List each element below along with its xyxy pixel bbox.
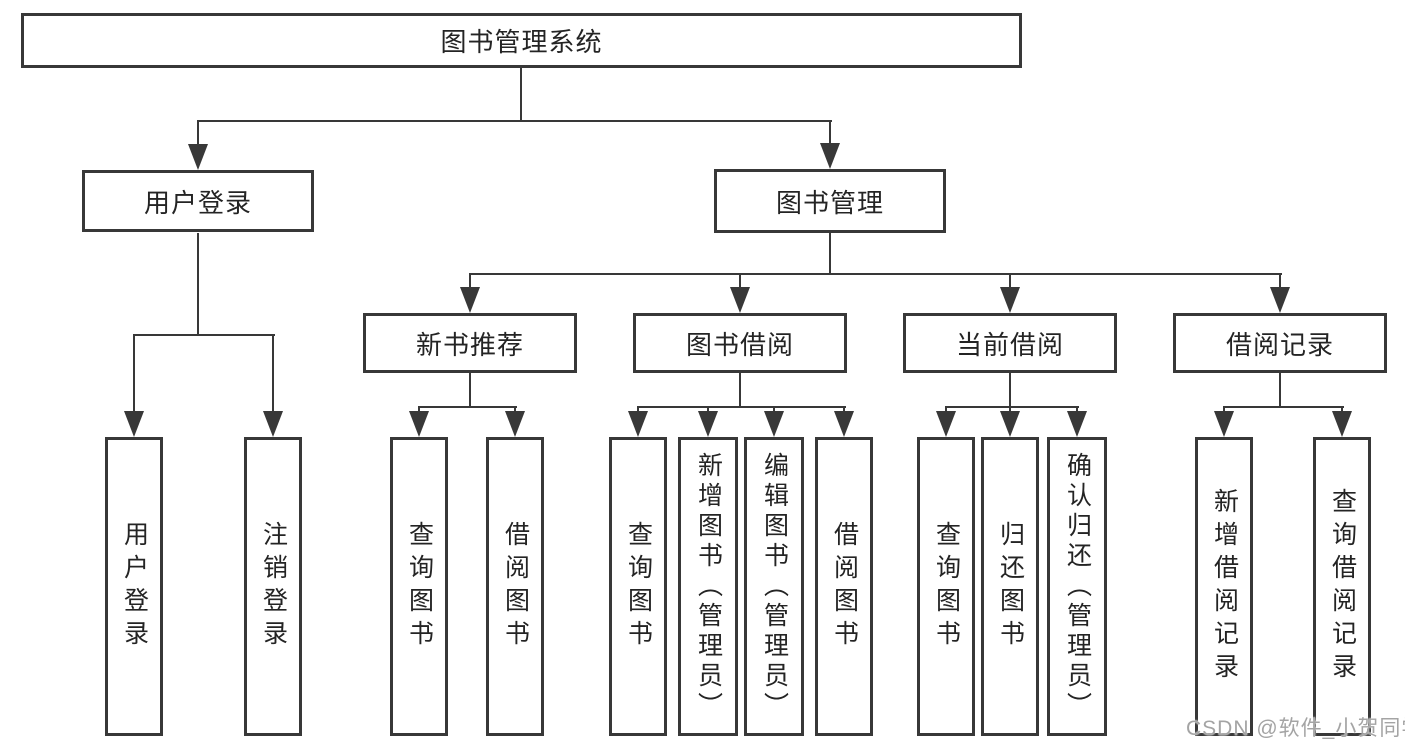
connector-to-book-management bbox=[829, 122, 831, 148]
node-user-login: 用户登录 bbox=[82, 170, 314, 232]
connector-leaf-cu-confirm bbox=[1076, 406, 1078, 413]
arrowhead-leaf-rc-query bbox=[1332, 411, 1352, 437]
arrowhead-new-book bbox=[460, 287, 480, 313]
connector-to-borrow-records bbox=[1279, 275, 1281, 289]
arrowhead-book-borrow bbox=[730, 287, 750, 313]
leaf-query-book-borrow: 查询图书 bbox=[609, 437, 667, 736]
leaf-query-borrow-record-label: 查询借阅记录 bbox=[1328, 487, 1357, 686]
connector-new-book-stub bbox=[469, 373, 471, 407]
leaf-edit-book-admin: 编辑图书（管理员） bbox=[744, 437, 804, 736]
arrowhead-leaf-nb-borrow bbox=[505, 411, 525, 437]
leaf-query-book-current: 查询图书 bbox=[917, 437, 975, 736]
arrowhead-leaf-bw-borrow bbox=[834, 411, 854, 437]
node-root: 图书管理系统 bbox=[21, 13, 1022, 68]
leaf-add-borrow-record-label: 新增借阅记录 bbox=[1210, 487, 1239, 686]
connector-user-login-stub bbox=[197, 233, 199, 335]
leaf-query-book-current-label: 查询图书 bbox=[932, 520, 961, 653]
node-current-borrow-label: 当前借阅 bbox=[955, 329, 1064, 360]
arrowhead-leaf-user-login bbox=[124, 411, 144, 437]
connector-leaf-bw-add bbox=[707, 406, 709, 413]
leaf-add-book-admin: 新增图书（管理员） bbox=[678, 437, 738, 736]
connector-leaf-rc-query bbox=[1341, 406, 1343, 413]
leaf-user-login: 用户登录 bbox=[105, 437, 163, 736]
arrowhead-leaf-rc-add bbox=[1214, 411, 1234, 437]
leaf-return-book: 归还图书 bbox=[981, 437, 1039, 736]
connector-to-new-book bbox=[469, 275, 471, 289]
connector-new-book-branch bbox=[418, 406, 517, 408]
connector-borrow-records-branch bbox=[1223, 406, 1344, 408]
leaf-query-book-newrec: 查询图书 bbox=[390, 437, 448, 736]
node-current-borrow: 当前借阅 bbox=[903, 313, 1117, 373]
node-new-book-recommend-label: 新书推荐 bbox=[415, 329, 524, 360]
arrowhead-leaf-bw-edit bbox=[764, 411, 784, 437]
connector-leaf-nb-borrow bbox=[514, 406, 516, 413]
leaf-user-login-label: 用户登录 bbox=[120, 520, 149, 653]
connector-to-leaf-logout bbox=[272, 336, 274, 412]
node-root-label: 图书管理系统 bbox=[440, 27, 603, 57]
connector-book-borrow-branch bbox=[637, 406, 846, 408]
leaf-borrow-book-newrec-label: 借阅图书 bbox=[501, 520, 530, 653]
connector-to-book-borrow bbox=[739, 275, 741, 289]
leaf-borrow-book-borrow: 借阅图书 bbox=[815, 437, 873, 736]
connector-to-leaf-user-login bbox=[133, 336, 135, 412]
arrowhead-current-borrow bbox=[1000, 287, 1020, 313]
node-borrow-records: 借阅记录 bbox=[1173, 313, 1387, 373]
connector-leaf-rc-add bbox=[1223, 406, 1225, 413]
leaf-query-borrow-record: 查询借阅记录 bbox=[1313, 437, 1371, 736]
connector-leaf-bw-borrow bbox=[843, 406, 845, 413]
arrowhead-book-management bbox=[820, 143, 840, 169]
leaf-borrow-book-newrec: 借阅图书 bbox=[486, 437, 544, 736]
node-borrow-records-label: 借阅记录 bbox=[1225, 329, 1334, 360]
leaf-return-book-label: 归还图书 bbox=[996, 520, 1025, 653]
connector-leaf-bw-edit bbox=[773, 406, 775, 413]
connector-level2-branch bbox=[469, 273, 1282, 275]
arrowhead-leaf-nb-query bbox=[409, 411, 429, 437]
connector-leaf-bw-query bbox=[637, 406, 639, 413]
arrowhead-leaf-cu-confirm bbox=[1067, 411, 1087, 437]
connector-root-stub bbox=[520, 68, 522, 122]
leaf-confirm-return-admin-label: 确认归还（管理员） bbox=[1063, 451, 1092, 722]
node-book-borrow-label: 图书借阅 bbox=[685, 329, 794, 360]
connector-to-user-login bbox=[197, 122, 199, 148]
leaf-query-book-newrec-label: 查询图书 bbox=[405, 520, 434, 653]
node-new-book-recommend: 新书推荐 bbox=[363, 313, 577, 373]
arrowhead-borrow-records bbox=[1270, 287, 1290, 313]
connector-leaf-cu-return bbox=[1009, 406, 1011, 413]
leaf-logout-login: 注销登录 bbox=[244, 437, 302, 736]
connector-leaf-nb-query bbox=[418, 406, 420, 413]
leaf-add-borrow-record: 新增借阅记录 bbox=[1195, 437, 1253, 736]
connector-book-borrow-stub bbox=[739, 373, 741, 407]
watermark: CSDN @软件_小贺同学 bbox=[1186, 717, 1405, 740]
arrowhead-leaf-logout bbox=[263, 411, 283, 437]
arrowhead-leaf-bw-query bbox=[628, 411, 648, 437]
node-book-management: 图书管理 bbox=[714, 169, 946, 233]
node-user-login-label: 用户登录 bbox=[143, 187, 252, 218]
arrowhead-leaf-bw-add bbox=[698, 411, 718, 437]
arrowhead-leaf-cu-query bbox=[936, 411, 956, 437]
leaf-edit-book-admin-label: 编辑图书（管理员） bbox=[760, 451, 789, 722]
leaf-logout-login-label: 注销登录 bbox=[259, 520, 288, 653]
leaf-add-book-admin-label: 新增图书（管理员） bbox=[694, 451, 723, 722]
connector-user-login-branch bbox=[133, 334, 275, 336]
node-book-management-label: 图书管理 bbox=[775, 187, 884, 218]
arrowhead-leaf-cu-return bbox=[1000, 411, 1020, 437]
connector-level1-branch bbox=[197, 120, 832, 122]
connector-to-current-borrow bbox=[1009, 275, 1011, 289]
leaf-query-book-borrow-label: 查询图书 bbox=[624, 520, 653, 653]
connector-leaf-cu-query bbox=[945, 406, 947, 413]
connector-current-borrow-branch bbox=[945, 406, 1079, 408]
connector-borrow-records-stub bbox=[1279, 373, 1281, 407]
connector-book-management-stub bbox=[829, 233, 831, 274]
arrowhead-user-login bbox=[188, 144, 208, 170]
leaf-confirm-return-admin: 确认归还（管理员） bbox=[1047, 437, 1107, 736]
connector-current-borrow-stub bbox=[1009, 373, 1011, 407]
leaf-borrow-book-borrow-label: 借阅图书 bbox=[830, 520, 859, 653]
node-book-borrow: 图书借阅 bbox=[633, 313, 847, 373]
